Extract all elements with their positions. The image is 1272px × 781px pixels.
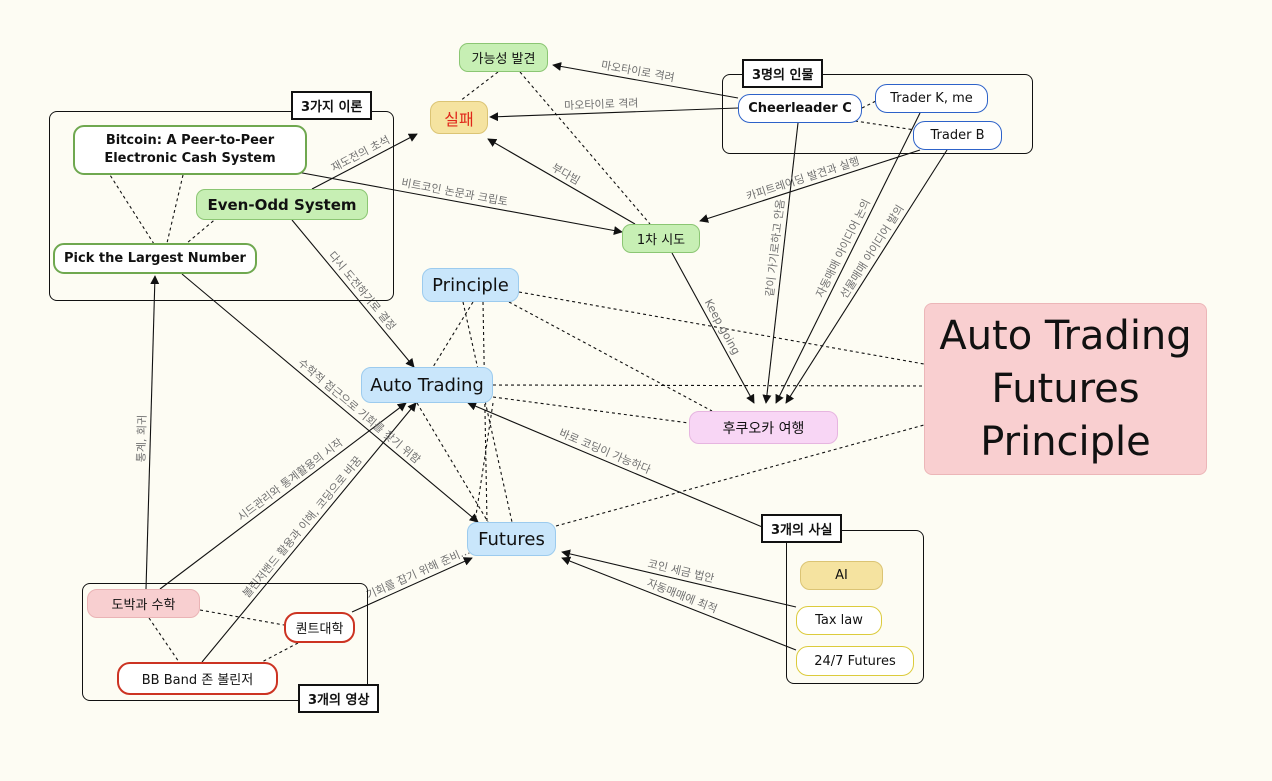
largest-number-node[interactable]: Pick the Largest Number (53, 243, 257, 274)
fukuoka-node[interactable]: 후쿠오카 여행 (689, 411, 838, 444)
dashed-link-35 (555, 424, 925, 527)
people-group (722, 74, 1033, 154)
arrow-edge-1 (489, 107, 739, 122)
dashed-link-37 (199, 609, 285, 626)
arrow-edge-6 (671, 252, 755, 404)
videos-group (82, 583, 368, 701)
principle-node[interactable]: Principle (422, 268, 519, 302)
even-odd-node[interactable]: Even-Odd System (196, 189, 368, 220)
big-title-node[interactable]: Auto Trading Futures Principle (924, 303, 1207, 475)
dashed-link-33 (492, 396, 690, 424)
trader-k-node[interactable]: Trader K, me (875, 84, 988, 113)
edge-label-first-fukuoka: Keep going (702, 297, 743, 357)
videos-group-title: 3개의 영상 (298, 684, 380, 713)
arrow-edge-11 (181, 273, 479, 523)
arrow-edge-0 (552, 61, 739, 99)
possibility-node[interactable]: 가능성 발견 (459, 43, 548, 72)
arrow-edge-18 (561, 556, 797, 651)
bitcoin-paper-node[interactable]: Bitcoin: A Peer-to-Peer Electronic Cash … (73, 125, 307, 175)
edge-label-gambling-largest: 통계, 회귀 (135, 415, 149, 463)
big-title-line3: Principle (980, 418, 1151, 465)
first-try-node[interactable]: 1차 시도 (622, 224, 700, 253)
arrow-edge-3 (269, 166, 623, 235)
dashed-link-34 (508, 301, 713, 412)
dashed-link-38 (259, 642, 299, 664)
dashed-link-31 (518, 291, 925, 365)
facts-group (786, 530, 924, 684)
arrow-edge-7 (762, 122, 799, 404)
dashed-link-22 (186, 216, 219, 244)
dashed-link-28 (482, 301, 488, 523)
edge-label-bitcoin-first: 비트코인 논문과 크립토 (400, 176, 509, 209)
cheerleader-node[interactable]: Cheerleader C (738, 94, 862, 123)
arrow-edge-13 (159, 402, 407, 590)
ai-node[interactable]: AI (800, 561, 883, 590)
edge-label-traderb-first: 카피트레이딩 발견과 실행 (745, 154, 862, 203)
facts-group-title: 3개의 사실 (761, 514, 843, 543)
dashed-link-29 (416, 402, 489, 523)
dashed-link-19 (459, 71, 499, 102)
arrow-edge-2 (311, 133, 418, 190)
big-title-line1: Auto Trading (939, 312, 1192, 359)
big-title-line2: Futures (991, 365, 1140, 412)
dashed-link-36 (148, 617, 180, 663)
dashed-link-20 (519, 71, 651, 225)
tax-law-node[interactable]: Tax law (796, 606, 882, 635)
bitcoin-paper-line1: Bitcoin: A Peer-to-Peer (105, 133, 275, 148)
edge-label-ai-auto: 바로 코딩이 가능하다 (557, 426, 653, 477)
futures-247-node[interactable]: 24/7 Futures (796, 646, 914, 676)
bitcoin-paper-line2: Electronic Cash System (104, 151, 276, 166)
arrow-edge-12 (145, 275, 160, 590)
bb-band-node[interactable]: BB Band 존 볼린저 (117, 662, 278, 695)
dashed-link-30 (474, 402, 494, 523)
dashed-link-27 (462, 301, 513, 523)
arrow-edge-5 (699, 149, 921, 223)
arrow-edge-9 (785, 149, 948, 404)
dashed-link-32 (492, 384, 925, 387)
trader-b-node[interactable]: Trader B (913, 121, 1002, 150)
dashed-link-26 (432, 301, 474, 368)
auto-trading-node[interactable]: Auto Trading (361, 367, 493, 403)
gambling-math-node[interactable]: 도박과 수학 (87, 589, 200, 618)
arrow-edge-4 (487, 138, 636, 225)
quant-univ-node[interactable]: 퀀트대학 (284, 612, 355, 643)
dashed-link-25 (854, 120, 916, 131)
people-group-title: 3명의 인물 (742, 59, 824, 88)
theories-group-title: 3가지 이론 (291, 91, 373, 120)
edge-label-quant-futures: 기회를 잡기 위해 준비... (364, 543, 472, 602)
edge-label-cheer-failure: 마오타이로 격려 (564, 97, 639, 113)
arrow-edge-16 (467, 401, 787, 538)
arrow-edge-8 (775, 112, 921, 404)
arrow-edge-10 (291, 219, 415, 368)
dashed-link-24 (861, 100, 877, 109)
arrow-edge-17 (561, 549, 797, 608)
arrow-edge-14 (201, 402, 417, 663)
futures-node[interactable]: Futures (467, 522, 556, 556)
theories-group (49, 111, 394, 301)
edge-label-gambling-auto: 시드관리와 통계활용의 시작 (234, 435, 345, 524)
dashed-link-23 (109, 174, 155, 245)
failure-node[interactable]: 실패 (430, 101, 488, 134)
arrow-edge-15 (351, 557, 473, 613)
